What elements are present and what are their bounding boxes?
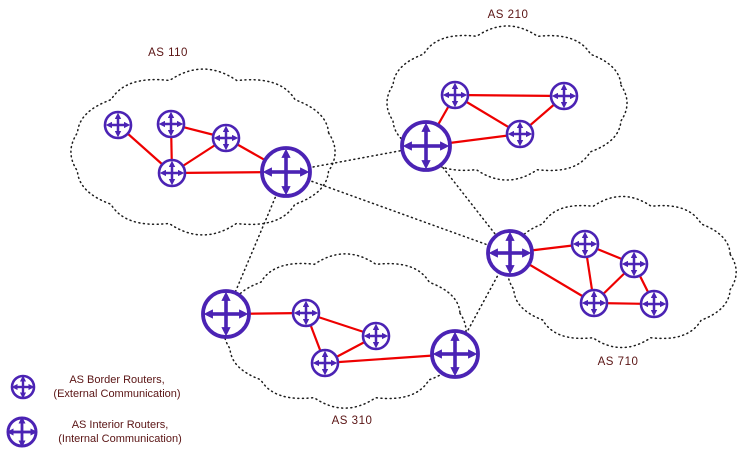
interior-router-node xyxy=(361,321,391,351)
interior-router-node xyxy=(570,229,600,259)
interior-router-node xyxy=(579,288,609,318)
border-router-node xyxy=(486,229,534,277)
interior-router-node xyxy=(505,119,535,149)
interior-router-node xyxy=(619,249,649,279)
interior-router-node xyxy=(639,289,669,319)
interior-router-node xyxy=(103,110,133,140)
as-label-top-right: AS 210 xyxy=(487,9,529,21)
interior-router-node xyxy=(291,298,321,328)
inter-as-link xyxy=(225,171,287,315)
cloud-outline-as310 xyxy=(223,253,467,409)
intra-as-link xyxy=(454,93,565,98)
cloud-outline-as710 xyxy=(507,195,737,349)
as-label-bottom-center: AS 310 xyxy=(331,415,373,427)
interior-router-node xyxy=(211,123,241,153)
border-router-node xyxy=(400,120,452,172)
as-label-top-left: AS 110 xyxy=(148,47,188,59)
interior-router-node xyxy=(156,109,186,139)
interior-router-node xyxy=(157,158,187,188)
inter-as-link xyxy=(285,171,511,254)
border-router-node xyxy=(201,289,251,339)
border-router-node xyxy=(260,146,312,198)
as-label-right: AS 710 xyxy=(597,356,639,368)
border-router-node xyxy=(430,329,480,379)
interior-router-node xyxy=(440,80,470,110)
interior-router-node xyxy=(310,348,340,378)
interior-router-node xyxy=(549,81,579,111)
